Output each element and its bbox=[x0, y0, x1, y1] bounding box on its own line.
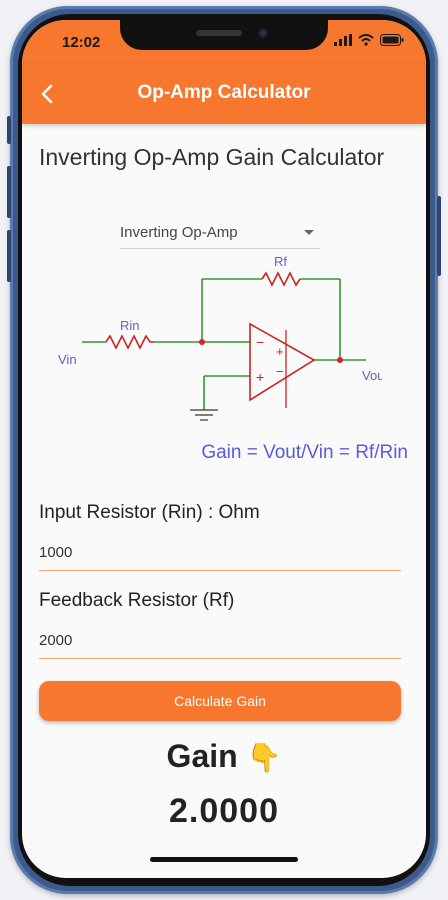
resistor-rin bbox=[105, 334, 154, 350]
battery-icon bbox=[380, 34, 404, 46]
result-label-text: Gain bbox=[166, 738, 238, 774]
circuit-type-dropdown[interactable]: Inverting Op-Amp bbox=[120, 220, 320, 249]
pointing-down-icon: 👇 bbox=[246, 742, 282, 773]
speaker-grille bbox=[196, 30, 242, 36]
opamp-symbol bbox=[249, 322, 316, 402]
label-rf: Rf bbox=[274, 254, 287, 269]
signal-icon bbox=[334, 34, 352, 46]
junction-node-input bbox=[199, 339, 205, 345]
opamp-inner-plus: + bbox=[276, 344, 284, 359]
page-heading: Inverting Op-Amp Gain Calculator bbox=[39, 144, 385, 170]
mute-switch bbox=[7, 116, 11, 144]
back-arrow-icon[interactable] bbox=[34, 80, 62, 108]
gain-formula: Gain = Vout/Vin = Rf/Rin bbox=[201, 442, 408, 463]
junction-node-output bbox=[337, 357, 343, 363]
app-bar: Op-Amp Calculator bbox=[22, 64, 426, 124]
ground-symbol bbox=[190, 409, 218, 421]
circuit-wires bbox=[82, 278, 366, 410]
label-vin: Vin bbox=[58, 352, 77, 367]
notch bbox=[120, 20, 328, 50]
front-camera bbox=[258, 28, 268, 38]
resistor-rf bbox=[261, 271, 301, 287]
status-time: 12:02 bbox=[62, 34, 101, 51]
opamp-inner-minus: − bbox=[276, 364, 284, 379]
dropdown-selected-value: Inverting Op-Amp bbox=[120, 224, 238, 241]
rf-input[interactable] bbox=[39, 622, 401, 659]
status-icons bbox=[334, 34, 404, 46]
opamp-minus-sign: − bbox=[256, 334, 264, 350]
home-indicator[interactable] bbox=[150, 857, 298, 862]
volume-down-button bbox=[7, 230, 11, 282]
calculate-gain-button[interactable]: Calculate Gain bbox=[39, 681, 401, 721]
opamp-plus-sign: + bbox=[256, 369, 264, 385]
rf-field-label: Feedback Resistor (Rf) bbox=[39, 590, 235, 611]
rin-field-label: Input Resistor (Rin) : Ohm bbox=[39, 502, 260, 523]
app-screen: 12:02 Op-Amp bbox=[22, 20, 426, 878]
app-title: Op-Amp Calculator bbox=[137, 82, 311, 103]
result-label: Gain 👇 bbox=[22, 738, 426, 775]
inverting-opamp-circuit-diagram: − + + − Rf Rin Vin Vout bbox=[58, 254, 382, 421]
volume-up-button bbox=[7, 166, 11, 218]
dropdown-caret-icon bbox=[304, 230, 314, 235]
result-value: 2.0000 bbox=[169, 792, 279, 830]
wifi-icon bbox=[358, 34, 374, 46]
power-button bbox=[437, 196, 441, 276]
label-rin: Rin bbox=[120, 318, 140, 333]
rin-input[interactable] bbox=[39, 534, 401, 571]
label-vout: Vout bbox=[362, 368, 382, 383]
